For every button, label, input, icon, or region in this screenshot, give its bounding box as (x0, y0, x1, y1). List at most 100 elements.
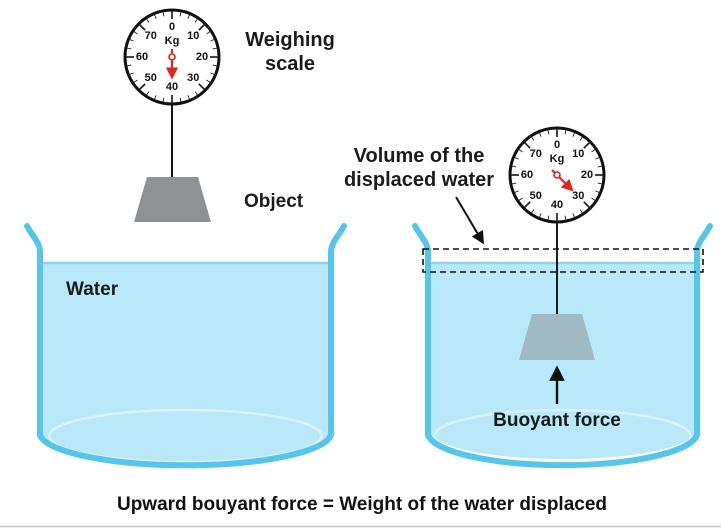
right-beaker-outline (412, 223, 713, 469)
dial-minor-tick (206, 79, 211, 83)
object-in-air (134, 177, 211, 222)
dial-number-40: 40 (166, 81, 178, 93)
dial-major-tick (583, 201, 591, 209)
dial-minor-tick (162, 11, 165, 17)
dial-minor-tick (194, 18, 198, 23)
left-beaker-outline (24, 223, 347, 469)
dial-major-tick (523, 141, 531, 149)
dial-number-50: 50 (145, 72, 157, 84)
dial-minor-tick (133, 31, 138, 35)
buoyant-force-label: Buoyant force (493, 410, 621, 431)
water-label: Water (66, 279, 119, 300)
dial-number-30: 30 (572, 190, 584, 202)
right-dial-numbers: 0 10 20 30 40 50 60 70 (521, 139, 593, 211)
left-hanging-object: Object (134, 104, 304, 222)
left-beaker-base-highlight (48, 408, 323, 464)
dial-minor-tick (146, 91, 150, 96)
dial-minor-tick (591, 149, 596, 153)
dial-minor-tick (572, 213, 576, 218)
dial-minor-tick (595, 156, 600, 160)
dial-number-30: 30 (187, 72, 199, 84)
right-beaker (412, 223, 713, 469)
dial-minor-tick (514, 156, 519, 160)
dial-number-60: 60 (521, 169, 533, 181)
dial-minor-tick (511, 182, 517, 185)
dial-minor-tick (564, 129, 567, 135)
dial-minor-tick (129, 72, 134, 76)
dial-minor-tick (511, 165, 517, 168)
dial-major-tick (138, 83, 146, 91)
dial-major-tick (523, 201, 531, 209)
dial-minor-tick (591, 197, 596, 201)
dial-major-tick (198, 23, 206, 31)
weighing-scale-label-line2: scale (265, 53, 315, 75)
dial-minor-tick (538, 132, 542, 137)
dial-minor-tick (518, 149, 523, 153)
dial-minor-tick (153, 95, 157, 100)
right-dial-unit: Kg (550, 153, 565, 165)
left-dial-numbers: 0 10 20 30 40 50 60 70 (136, 21, 208, 93)
right-water (431, 262, 694, 460)
dial-minor-tick (597, 182, 603, 185)
left-dial-unit: Kg (165, 35, 180, 47)
dial-number-60: 60 (136, 51, 148, 63)
dial-minor-tick (547, 129, 550, 135)
object-label: Object (244, 191, 304, 212)
weighing-scale-label-line1: Weighing (245, 29, 335, 51)
dial-minor-tick (212, 64, 218, 67)
displaced-water-dashed-region (422, 248, 704, 273)
dial-minor-tick (146, 18, 150, 23)
volume-arrow (455, 196, 484, 245)
dial-minor-tick (153, 14, 157, 19)
dial-major-tick (198, 83, 206, 91)
dial-number-0: 0 (169, 21, 175, 33)
dial-minor-tick (579, 209, 583, 214)
dial-number-40: 40 (551, 199, 563, 211)
dial-minor-tick (179, 97, 182, 103)
dial-number-20: 20 (196, 51, 208, 63)
volume-label-line2: displaced water (344, 169, 494, 191)
dial-number-70: 70 (145, 30, 157, 42)
dial-minor-tick (547, 215, 550, 221)
dial-minor-tick (595, 190, 600, 194)
dial-minor-tick (179, 11, 182, 17)
dial-number-10: 10 (187, 30, 199, 42)
dial-minor-tick (133, 79, 138, 83)
right-dial-ticks (511, 129, 603, 221)
diagram-caption: Upward bouyant force = Weight of the wat… (117, 494, 607, 515)
dial-minor-tick (579, 136, 583, 141)
dial-minor-tick (162, 97, 165, 103)
dial-minor-tick (126, 64, 132, 67)
dial-minor-tick (597, 165, 603, 168)
dial-minor-tick (538, 213, 542, 218)
buoyant-force-annotation: Buoyant force (493, 365, 621, 431)
dial-major-tick (138, 23, 146, 31)
dial-number-10: 10 (572, 148, 584, 160)
volume-label-line1: Volume of the (354, 145, 485, 167)
dial-minor-tick (210, 38, 215, 42)
left-weighing-scale: 0 10 20 30 40 50 60 70 Kg Weighing scale (123, 8, 335, 106)
dial-minor-tick (194, 91, 198, 96)
left-beaker: Water (24, 223, 347, 469)
dial-minor-tick (564, 215, 567, 221)
dial-minor-tick (212, 47, 218, 50)
dial-minor-tick (187, 14, 191, 19)
volume-annotation: Volume of the displaced water (344, 145, 494, 245)
left-water (43, 262, 328, 464)
right-submerged-object (519, 222, 595, 360)
dial-minor-tick (206, 31, 211, 35)
object-submerged (519, 314, 595, 360)
dial-minor-tick (572, 132, 576, 137)
right-beaker-base-highlight (433, 408, 692, 464)
dial-minor-tick (126, 47, 132, 50)
dial-minor-tick (210, 72, 215, 76)
dial-number-50: 50 (530, 190, 542, 202)
dial-number-20: 20 (581, 169, 593, 181)
right-needle-pivot (553, 171, 561, 179)
dial-minor-tick (514, 190, 519, 194)
dial-number-0: 0 (554, 139, 560, 151)
dial-minor-tick (187, 95, 191, 100)
dial-number-70: 70 (530, 148, 542, 160)
dial-minor-tick (518, 197, 523, 201)
